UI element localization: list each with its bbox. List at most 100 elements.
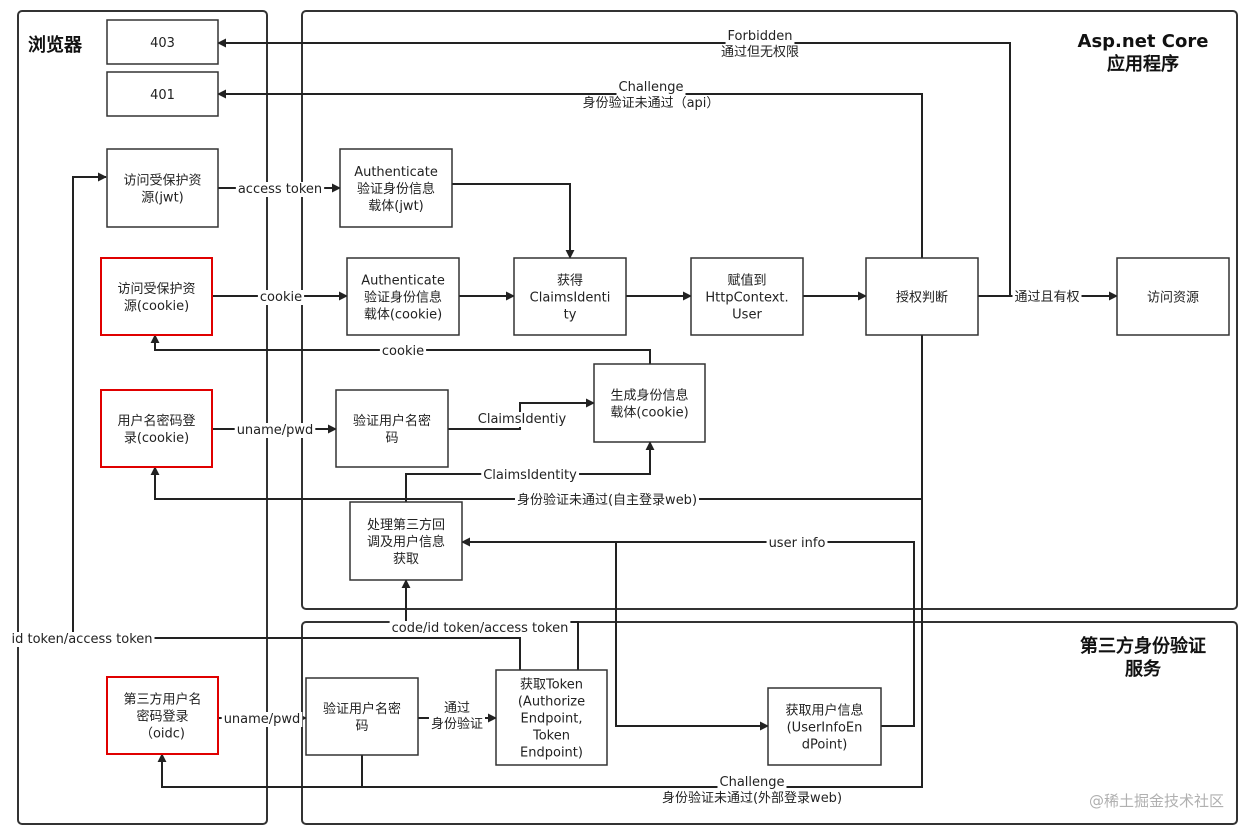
label-authorized: 通过且有权 bbox=[1012, 289, 1082, 305]
label-background bbox=[717, 775, 787, 790]
idp-title-line-2: 服务 bbox=[1125, 658, 1162, 680]
label-text-line: access token bbox=[238, 182, 322, 197]
box-text-line: 获取Token bbox=[520, 678, 583, 693]
box-text-line: 处理第三方回 bbox=[367, 517, 445, 533]
box-frame bbox=[106, 148, 219, 228]
label-text-line: ClaimsIdentity bbox=[483, 468, 577, 483]
label-background bbox=[616, 80, 686, 95]
label-background bbox=[9, 632, 155, 647]
label-text-line: user info bbox=[769, 536, 826, 551]
label-text-line: 身份验证未通过(外部登录web) bbox=[662, 790, 842, 806]
box-text-line: 访问受保护资 bbox=[117, 282, 195, 297]
label-background bbox=[257, 290, 305, 305]
box-text-line: Endpoint) bbox=[520, 746, 583, 761]
label-text-line: 通过但无权限 bbox=[721, 44, 799, 60]
box-text-line: 授权判断 bbox=[896, 290, 948, 306]
box-text-line: 获取用户信息 bbox=[785, 703, 863, 719]
box-text-line: 验证身份信息 bbox=[364, 290, 442, 306]
label-text-line: 通过且有权 bbox=[1014, 289, 1079, 305]
box-text-line: 生成身份信息 bbox=[610, 388, 688, 404]
box-frame bbox=[690, 257, 804, 336]
label-text-line: uname/pwd bbox=[224, 712, 301, 727]
label-claims-identiy: ClaimsIdentiy bbox=[475, 412, 569, 427]
box-text-line: Endpoint, bbox=[521, 712, 583, 727]
arrow-token-to-userinfo bbox=[615, 542, 769, 731]
label-text-line: 身份验证 bbox=[431, 716, 483, 732]
box-text-line: 载体(jwt) bbox=[368, 199, 424, 214]
box-frame bbox=[346, 257, 460, 336]
label-user-info: user info bbox=[766, 536, 828, 551]
box-text-line: 码 bbox=[355, 719, 368, 734]
box-text-line: 访问受保护资 bbox=[123, 174, 201, 189]
box-frame bbox=[513, 257, 627, 336]
browser-title: 浏览器 bbox=[28, 34, 83, 56]
label-background bbox=[221, 712, 303, 727]
box-text-line: 第三方用户名 bbox=[123, 692, 201, 708]
idp-title-line-1: 第三方身份验证 bbox=[1080, 635, 1206, 657]
label-code-tokens: code/id token/access token bbox=[389, 621, 571, 636]
box-text-line: 获取 bbox=[393, 552, 419, 567]
label-text-line: Challenge bbox=[619, 80, 684, 95]
box-text-line: Authenticate bbox=[361, 274, 445, 289]
box-frame bbox=[305, 677, 419, 756]
arrow-user-info bbox=[461, 537, 915, 727]
label-text-line: Challenge bbox=[720, 775, 785, 790]
box-text-line: （oidc) bbox=[140, 727, 185, 742]
label-challenge-web: 身份验证未通过(自主登录web) bbox=[514, 492, 700, 508]
arrow-jwt-to-identity bbox=[452, 183, 575, 259]
box-frame bbox=[106, 71, 219, 117]
label-id-access-token: id token/access token bbox=[9, 632, 155, 647]
label-background bbox=[580, 95, 722, 111]
box-frame bbox=[593, 363, 706, 443]
box-text-line: dPoint) bbox=[802, 738, 848, 753]
box-text-line: ClaimsIdenti bbox=[530, 291, 611, 306]
box-frame bbox=[106, 676, 219, 755]
box-text-line: 源(jwt) bbox=[141, 191, 184, 206]
box-text-line: 码 bbox=[385, 431, 398, 446]
box-frame bbox=[349, 501, 463, 581]
watermark: @稀土掘金技术社区 bbox=[1089, 792, 1224, 810]
box-text-line: Token bbox=[532, 729, 570, 744]
label-text-line: code/id token/access token bbox=[392, 621, 569, 636]
label-background bbox=[659, 790, 845, 806]
box-frame bbox=[335, 389, 449, 468]
box-text-line: 载体(cookie) bbox=[364, 308, 442, 323]
label-text-line: 身份验证未通过(自主登录web) bbox=[517, 492, 697, 508]
box-frame bbox=[495, 669, 608, 766]
arrow-challenge-api bbox=[217, 89, 923, 258]
label-background bbox=[481, 468, 580, 483]
box-text-line: 验证用户名密 bbox=[353, 413, 431, 429]
label-background bbox=[428, 716, 486, 732]
boxes: 403401访问受保护资源(jwt)访问受保护资源(cookie)用户名密码登录… bbox=[100, 19, 1230, 766]
box-text-line: 赋值到 bbox=[727, 273, 766, 289]
label-background bbox=[389, 621, 571, 636]
box-text-line: 验证身份信息 bbox=[357, 181, 435, 197]
app-title-line-1: Asp.net Core bbox=[1078, 31, 1209, 52]
label-cookie-in: cookie bbox=[257, 290, 305, 305]
label-background bbox=[441, 701, 473, 716]
label-access-token: access token bbox=[235, 182, 325, 197]
zone-app bbox=[301, 10, 1238, 610]
box-text-line: 录(cookie) bbox=[124, 431, 189, 446]
label-uname-pwd-app: uname/pwd bbox=[234, 423, 316, 438]
label-text-line: 身份验证未通过（api） bbox=[583, 95, 720, 111]
label-text-line: uname/pwd bbox=[237, 423, 314, 438]
label-background bbox=[766, 536, 828, 551]
box-text-line: (Authorize bbox=[518, 695, 585, 710]
label-claims-identity: ClaimsIdentity bbox=[481, 468, 580, 483]
